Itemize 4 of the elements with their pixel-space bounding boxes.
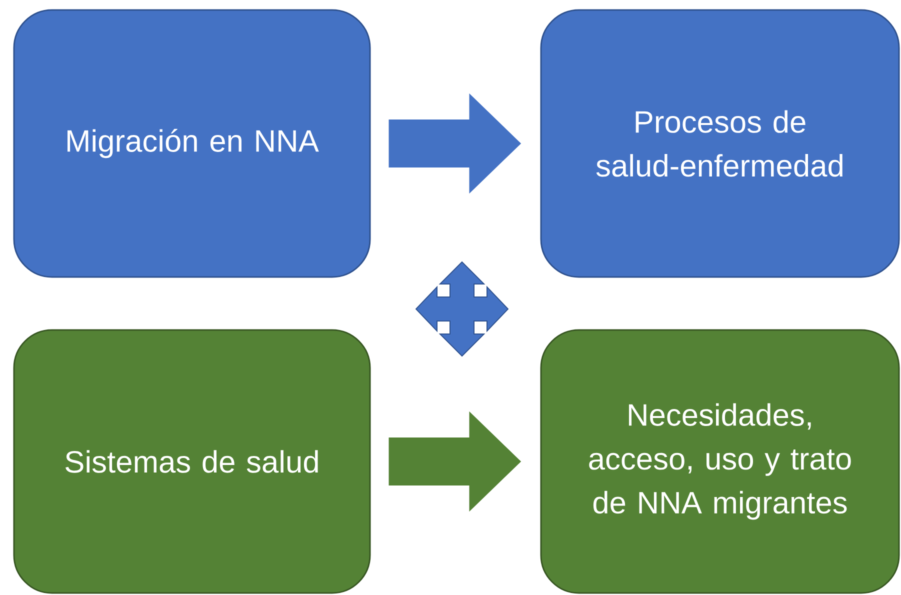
rounded-box: Necesidades, acceso, uso y trato de NNA migrantes (540, 329, 900, 594)
rounded-box: Migración en NNA (13, 9, 371, 278)
rounded-box: Procesos de salud-enfermedad (540, 9, 900, 278)
rounded-box: Sistemas de salud (13, 329, 371, 594)
